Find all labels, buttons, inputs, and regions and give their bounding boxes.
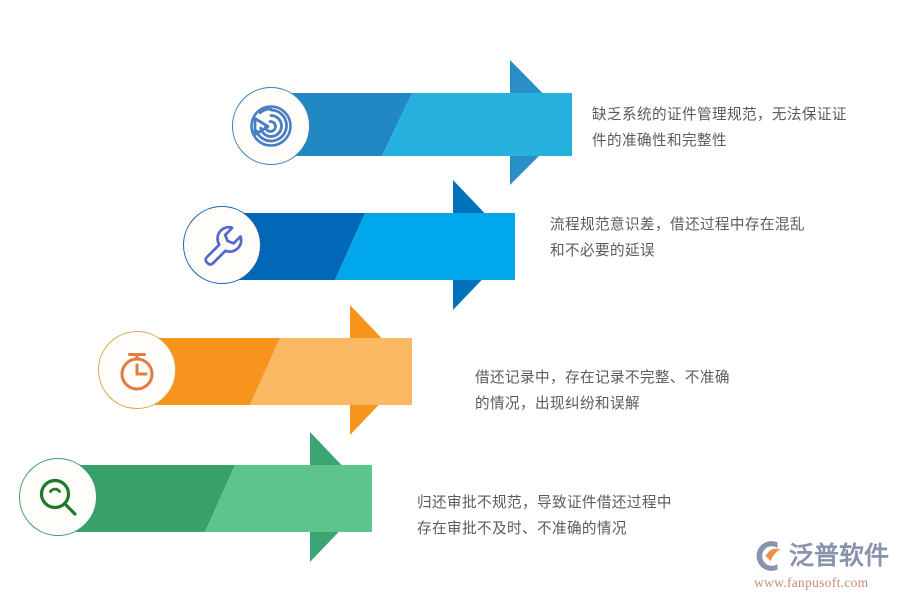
arrow-shape-4 [45,432,372,562]
brand-logo: 泛普软件 www.fanpusoft.com [752,538,894,594]
badge-4 [19,458,97,536]
caption-3: 借还记录中，存在记录不完整、不准确 的情况，出现纠纷和误解 [475,369,730,412]
stopwatch-icon [120,353,154,391]
caption-1: 缺乏系统的证件管理规范，无法保证证 件的准确性和完整性 [592,106,847,149]
fanpu-logo-mark-icon [756,541,781,571]
caption-2: 流程规范意识差，借还过程中存在混乱 和不必要的延误 [550,216,805,259]
logo-top-line: 泛普软件 [752,538,894,574]
infographic-row-2: 流程规范意识差，借还过程中存在混乱 和不必要的延误 [183,180,805,310]
infographic-row-4: 归还审批不规范，导致证件借还过程中 存在审批不及时、不准确的情况 [19,432,672,562]
caption-4: 归还审批不规范，导致证件借还过程中 存在审批不及时、不准确的情况 [417,494,672,537]
badge-2 [183,206,261,284]
badge-3 [98,331,176,409]
spiral-arrow-icon [250,105,292,147]
magnifier-icon [39,478,77,516]
infographic-row-3: 借还记录中，存在记录不完整、不准确 的情况，出现纠纷和误解 [98,305,730,435]
badge-1 [232,87,310,165]
infographic-row-1: 缺乏系统的证件管理规范，无法保证证 件的准确性和完整性 [232,60,847,185]
logo-company-name: 泛普软件 [789,541,890,570]
logo-website-url: www.fanpusoft.com [754,575,869,590]
wrench-icon [204,225,243,266]
